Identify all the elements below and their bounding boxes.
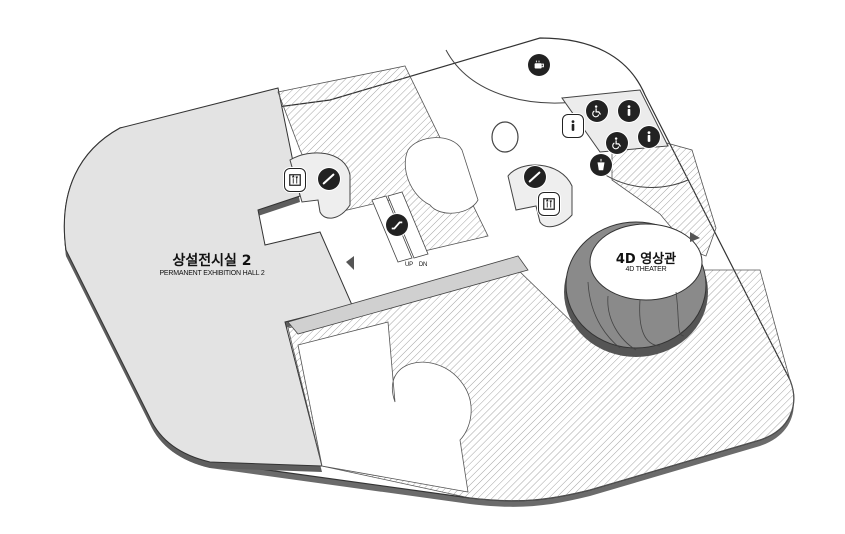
lobby-arc-lower [597, 169, 689, 188]
water-fountain-icon[interactable] [590, 154, 612, 176]
restroom-female-icon[interactable] [618, 100, 640, 122]
arrow-right [690, 232, 700, 242]
arrow-left [346, 256, 354, 270]
stairs-left-icon[interactable] [318, 168, 340, 190]
elevator-center-icon[interactable] [538, 192, 560, 216]
escalator-icon[interactable] [386, 214, 408, 236]
stairs-center-icon[interactable] [524, 166, 546, 188]
theater-dome-top [589, 223, 703, 301]
elevator-left-icon[interactable] [284, 168, 306, 192]
wall-center [287, 255, 529, 335]
restroom-2-icon[interactable] [638, 126, 660, 148]
plaza-south [297, 321, 472, 493]
theater-dome-ribs [587, 281, 685, 351]
void-north [404, 137, 479, 214]
permanent-hall-2-subtitle: PERMANENT EXHIBITION HALL 2 [159, 270, 265, 277]
restroom-male-icon[interactable] [562, 114, 584, 138]
permanent-hall-2-title: 상설전시실 2 [172, 253, 252, 269]
escalator-up-label: UP [405, 262, 413, 268]
column-oval [491, 121, 519, 153]
theater-4d-subtitle: 4D THEATER [625, 266, 667, 273]
cafe-icon[interactable] [528, 54, 550, 76]
escalator-dn-label: DN [418, 262, 428, 268]
theater-4d-title: 4D 영상관 [615, 252, 677, 267]
accessible-restroom-icon[interactable] [586, 100, 608, 122]
accessible-restroom-2-icon[interactable] [606, 132, 628, 154]
